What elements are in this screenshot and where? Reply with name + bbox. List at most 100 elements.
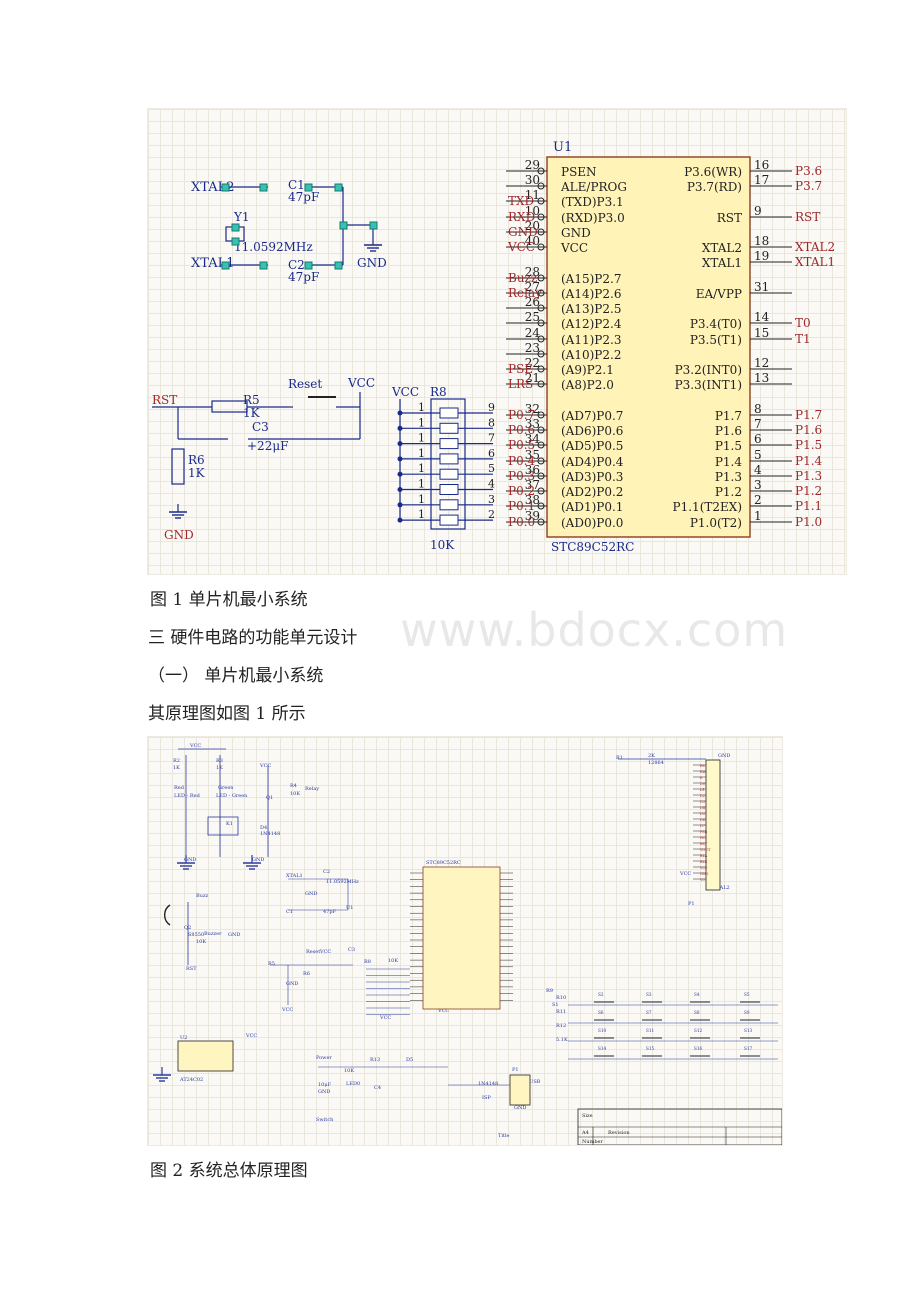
- selection-handle: [304, 261, 313, 270]
- fig2-label: VCC: [379, 1015, 391, 1021]
- pin-number: 37: [525, 478, 540, 492]
- net-label: P1.3: [795, 469, 822, 483]
- pin-marker: [537, 441, 545, 449]
- pin-number: 26: [525, 295, 540, 309]
- fig2-label: AT24C02: [179, 1077, 203, 1083]
- fig2-label: U2: [180, 1035, 187, 1041]
- junction: [397, 471, 403, 477]
- lcd-pin-label: D7: [700, 824, 705, 828]
- fig2-label: C4: [374, 1085, 381, 1091]
- fig2-label: VCC: [189, 743, 201, 749]
- pin-number: 14: [754, 310, 770, 324]
- chip-ref: U1: [553, 140, 572, 155]
- r8-pin-left: 1: [418, 447, 425, 460]
- pin-name: EA/VPP: [696, 287, 742, 301]
- fig2-label: S8550: [188, 932, 204, 938]
- selection-handle: [369, 221, 378, 230]
- subsection-heading: （一） 单片机最小系统: [148, 666, 324, 686]
- pin-marker: [537, 411, 545, 419]
- lcd-pin-label: D4: [700, 806, 705, 810]
- pin-name: XTAL2: [702, 241, 742, 255]
- pin-number: 5: [754, 448, 762, 462]
- r6-body: [171, 448, 185, 485]
- net-label: RST: [795, 210, 820, 224]
- selection-handle: [259, 261, 268, 270]
- fig2-label: Relay: [305, 786, 319, 792]
- r8-pin-left: 1: [418, 432, 425, 445]
- fig2-label: GND: [228, 932, 240, 938]
- pin-number: 7: [754, 417, 762, 431]
- junction: [397, 456, 403, 462]
- pin-number: 8: [754, 402, 762, 416]
- lcd-pin-label: D1: [700, 788, 705, 792]
- pin-number: 11: [525, 188, 540, 202]
- pin-marker: [537, 213, 545, 221]
- fig2-label: R4: [290, 783, 297, 789]
- r6-value: 1K: [188, 466, 206, 480]
- pin-name: VCC: [560, 241, 588, 255]
- pin-marker: [537, 304, 545, 312]
- fig2-label: GND: [318, 1089, 330, 1095]
- pin-name: P1.6: [715, 424, 742, 438]
- pin-number: 15: [754, 326, 769, 340]
- fig2-label: Buzzer: [204, 931, 222, 937]
- net-label: TXD: [508, 194, 534, 208]
- relay-k1: [207, 816, 239, 836]
- figure-1-caption: 图 1 单片机最小系统: [150, 590, 308, 610]
- pin-number: 9: [754, 204, 762, 218]
- fig2-label: 1K: [173, 765, 180, 771]
- pin-marker: [537, 350, 545, 358]
- pin-number: 19: [754, 249, 769, 263]
- fig2-label: VCC: [319, 949, 331, 955]
- net-label: P1.2: [795, 484, 822, 498]
- pin-marker: [537, 457, 545, 465]
- fig2-label: GND: [184, 857, 196, 863]
- net-label: P3.7: [795, 179, 822, 193]
- fig2-label: GND: [286, 981, 298, 987]
- fig2-label: XTAL2: [713, 885, 730, 891]
- fig2-label: Title: [498, 1133, 510, 1139]
- fig2-label: C3: [348, 947, 355, 953]
- pin-marker: [537, 197, 545, 205]
- pin-name: P1.2: [715, 485, 742, 499]
- fig2-label: D5: [406, 1057, 413, 1063]
- r8-pin-left: 1: [418, 462, 425, 475]
- junction: [397, 517, 403, 523]
- crystal-ref: Y1: [233, 210, 250, 224]
- pin-name: P3.7(RD): [687, 180, 742, 194]
- fig2-label: RST: [186, 966, 197, 972]
- pin-name: P3.4(T0): [690, 317, 742, 331]
- lcd-pin-label: D0: [700, 782, 705, 786]
- reset-button-label: Reset: [288, 377, 322, 391]
- fig2-label: R11: [556, 1009, 566, 1015]
- pin-marker: [537, 335, 545, 343]
- fig2-label: 1N4148: [260, 831, 280, 837]
- pin-name: ALE/PROG: [560, 180, 627, 194]
- fig2-label: Buzz: [196, 893, 209, 899]
- net-label: P1.7: [795, 408, 822, 422]
- fig2-label: C2: [323, 869, 330, 875]
- junction: [397, 502, 403, 508]
- body-paragraph: 其原理图如图 1 所示: [148, 704, 306, 724]
- fig2-label: 10K: [196, 939, 206, 945]
- pin-name: (RXD)P3.0: [561, 211, 625, 225]
- gnd-label: GND: [164, 528, 194, 542]
- r8-pin-right: 3: [488, 493, 495, 506]
- fig2-label: 5.1K: [556, 1037, 568, 1043]
- fig2-label: D4: [260, 825, 267, 831]
- keypad-switch-label: S15: [646, 1046, 655, 1051]
- lcd-pin-label: GND: [700, 872, 709, 876]
- pin-name: (AD6)P0.6: [561, 424, 623, 438]
- net-label: Buzz: [508, 271, 537, 285]
- r8-element: [439, 514, 459, 526]
- fig2-label: 2K: [648, 753, 655, 759]
- selection-handle: [221, 183, 230, 192]
- fig2-label: LED0: [346, 1081, 360, 1087]
- crystal-freq: 11.0592MHz: [234, 240, 313, 254]
- pin-number: 21: [525, 371, 540, 385]
- pin-number: 40: [525, 234, 540, 248]
- fig2-label: 10K: [290, 791, 300, 797]
- net-label: T1: [795, 332, 811, 346]
- keypad-switch-label: S12: [694, 1028, 703, 1033]
